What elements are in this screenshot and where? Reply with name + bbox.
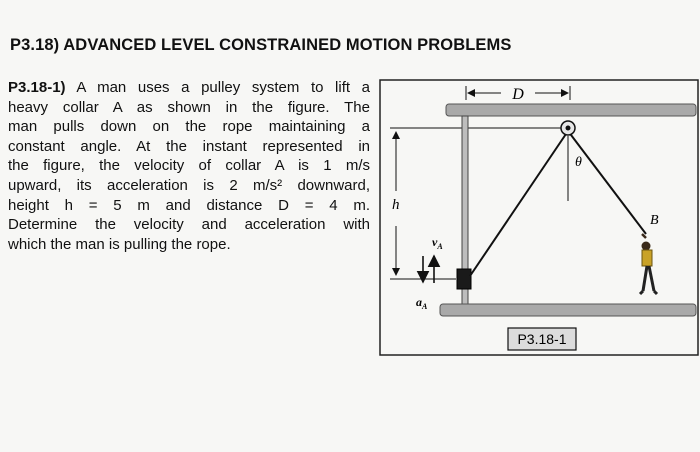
figure-caption-box bbox=[507, 327, 577, 351]
label-b: B bbox=[650, 213, 659, 228]
figure-caption: P3.18-1 bbox=[517, 331, 566, 347]
problem-line-8: Determine the velocity and acceleration … bbox=[8, 216, 370, 234]
problem-line-9: which the man is pulling the rope. bbox=[8, 235, 231, 253]
rope-segment-man bbox=[567, 130, 647, 235]
problem-line-2: heavy collar A as shown in the figure. T… bbox=[8, 98, 370, 116]
man-figure bbox=[638, 233, 659, 296]
pulley-figure: D h vA aA θ B bbox=[378, 76, 700, 361]
bottom-beam bbox=[439, 303, 697, 317]
problem-line-7: height h = 5 m and distance D = 4 m. bbox=[8, 196, 370, 214]
top-beam bbox=[445, 103, 697, 117]
figure-frame bbox=[379, 79, 699, 356]
section-heading: P3.18) ADVANCED LEVEL CONSTRAINED MOTION… bbox=[10, 36, 512, 54]
problem-line-4: constant angle. At the instant represent… bbox=[8, 137, 370, 155]
pulley-axle bbox=[565, 125, 571, 131]
problem-line-1: P3.18-1) A man uses a pulley system to l… bbox=[8, 79, 370, 96]
label-aa: aA bbox=[416, 295, 428, 311]
label-h: h bbox=[392, 197, 400, 213]
label-d: D bbox=[511, 86, 524, 103]
problem-id: P3.18-1) bbox=[8, 79, 66, 96]
problem-line-6: upward, its acceleration is 2 m/s² downw… bbox=[8, 176, 370, 194]
problem-line-5: the figure, the velocity of collar A is … bbox=[8, 157, 370, 175]
rope-segment-collar bbox=[469, 130, 569, 277]
problem-statement: P3.18-1) A man uses a pulley system to l… bbox=[8, 78, 370, 254]
pulley-diagram: D h vA aA θ B bbox=[379, 79, 699, 356]
problem-line-3: man pulls down on the rope maintaining a bbox=[8, 118, 370, 136]
collar-a bbox=[456, 268, 472, 290]
label-theta: θ bbox=[575, 155, 582, 170]
label-va: vA bbox=[432, 235, 443, 251]
